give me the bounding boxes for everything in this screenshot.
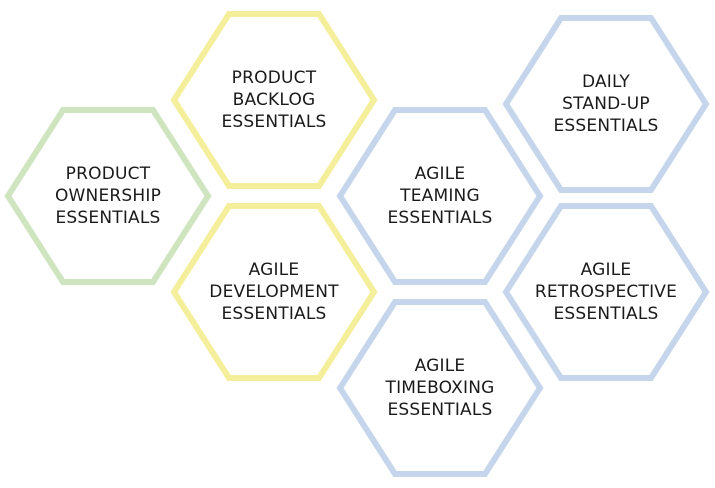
hexagon-label-line: RETROSPECTIVE [534, 282, 678, 302]
hexagon-product-backlog [170, 11, 378, 189]
hexagon-agile-retrospective [502, 203, 710, 381]
hexagon-agile-timeboxing [336, 299, 544, 477]
hexagon-agile-development [170, 203, 378, 381]
hexagon-label-line: ESSENTIALS [553, 116, 659, 136]
hexagon-label-line: DAILY [581, 72, 631, 92]
hexagon-label-line: AGILE [248, 260, 300, 280]
hexagon-label-line: OWNERSHIP [54, 186, 162, 206]
hexagon-label-line: DEVELOPMENT [209, 282, 339, 302]
hexagon-label-line: PRODUCT [231, 68, 317, 88]
hexagon-label-line: PRODUCT [65, 164, 151, 184]
hexagon-label-line: AGILE [414, 356, 466, 376]
hexagon-label-line: STAND-UP [562, 94, 650, 114]
hexagon-product-ownership [4, 107, 212, 285]
hexagon-label-line: ESSENTIALS [221, 304, 327, 324]
hexagon-label-line: ESSENTIALS [553, 304, 659, 324]
hexagon-agile-teaming [336, 107, 544, 285]
hexagon-label-line: ESSENTIALS [387, 400, 493, 420]
hexagon-label-line: AGILE [580, 260, 632, 280]
hexagon-label-line: ESSENTIALS [221, 112, 327, 132]
hexagon-daily-stand-up [502, 15, 710, 193]
hexagon-label-line: ESSENTIALS [387, 208, 493, 228]
hexagon-label-line: TEAMING [400, 186, 480, 206]
hexagon-label-line: BACKLOG [232, 90, 316, 110]
hexagon-label-line: ESSENTIALS [55, 208, 161, 228]
hexagon-label-line: TIMEBOXING [385, 378, 495, 398]
hexagon-label-line: AGILE [414, 164, 466, 184]
